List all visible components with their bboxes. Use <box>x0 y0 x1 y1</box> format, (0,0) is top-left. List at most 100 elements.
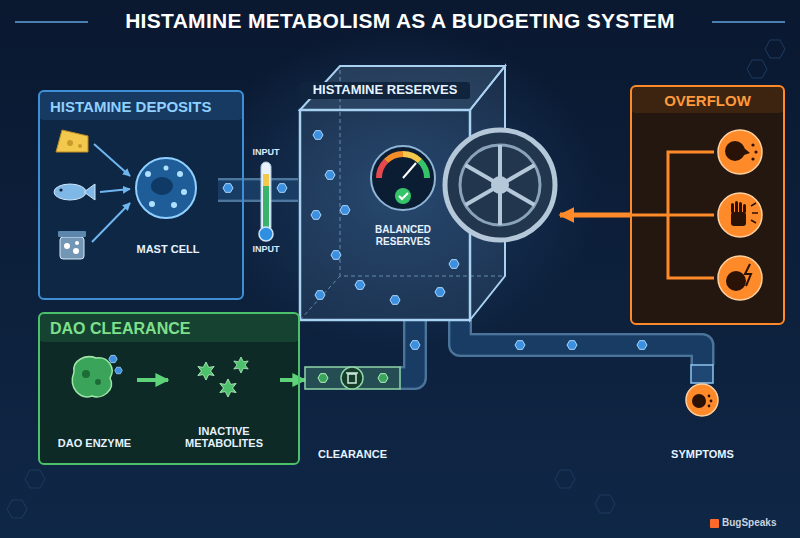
flow-arrow <box>560 213 630 218</box>
vault-hexes <box>390 296 400 305</box>
flow-pipe <box>460 320 703 365</box>
reserves-gauge: BALANCED RESERVES <box>358 126 448 251</box>
reserve-gauge <box>403 163 416 178</box>
deposits-panel: HISTAMINE DEPOSITS MAST CELL <box>38 90 244 300</box>
background-hexes <box>25 470 45 488</box>
overflow-bracket <box>632 214 668 217</box>
cheese-icon <box>56 130 88 152</box>
intake-arrows <box>94 144 130 176</box>
reserve-gauge <box>379 161 386 178</box>
vault-hexes <box>331 251 341 260</box>
reserves-vault: HISTAMINE RESERVES BALANCED RESERVES <box>298 48 560 320</box>
input-thermometer <box>259 162 273 241</box>
headache-icon <box>745 264 751 286</box>
title-rules <box>15 21 88 23</box>
mast-cell: MAST CELL <box>118 140 218 260</box>
mast-cell-icon <box>181 189 187 195</box>
itch-icon <box>751 203 756 206</box>
vault-hexes <box>355 281 365 290</box>
input-thermometer <box>263 186 269 232</box>
vault-hexes <box>340 206 350 215</box>
mast-cell-icon <box>164 166 169 171</box>
cheese-icon <box>78 144 82 148</box>
watermark: BugSpeaks <box>722 517 776 529</box>
reserves-gauge-label: BALANCED RESERVES <box>358 224 448 247</box>
pipe-hexes <box>277 184 287 193</box>
vault-hexes <box>435 288 445 297</box>
watermark-logo <box>710 519 719 528</box>
vault-glow <box>200 30 600 350</box>
metabolite-icons <box>234 357 248 373</box>
symptoms-outlet-label: SYMPTOMS <box>655 448 750 461</box>
symptoms-outlet-body <box>692 394 706 408</box>
overflow-panel-label: OVERFLOW <box>632 87 783 115</box>
mast-cell-icon <box>149 201 155 207</box>
enzyme-icon <box>95 379 101 385</box>
title-rules <box>712 21 785 23</box>
vault-hexes <box>311 131 459 305</box>
intake-arrows <box>100 189 130 192</box>
vault-hexes <box>325 171 335 180</box>
overflow-bracket <box>668 152 714 278</box>
vault-hexes <box>315 291 325 300</box>
enzyme-icon <box>72 357 112 397</box>
mast-cell-icon <box>171 202 177 208</box>
vault-wheel <box>465 165 534 205</box>
background-hexes <box>7 500 27 518</box>
cheese-icon <box>56 130 88 152</box>
cheese-icon <box>67 140 73 146</box>
symptoms-outlet-body <box>710 400 713 403</box>
symptoms-outlet-body <box>708 405 711 408</box>
itch-icon <box>718 193 762 237</box>
itch-icon <box>739 202 742 213</box>
flow-pipe <box>460 320 703 365</box>
overflow-bracket <box>632 152 714 278</box>
overflow-bracket <box>668 214 714 217</box>
headache-icon <box>726 271 746 291</box>
symptoms-outlet-body <box>691 365 713 383</box>
sneeze-icon <box>751 143 754 146</box>
itch-icon <box>751 220 756 223</box>
vault-wheel <box>445 130 555 240</box>
headache-icon <box>718 256 762 300</box>
inactive-metabolites-label: INACTIVE METABOLITES <box>168 425 280 450</box>
clearance-pipe-body <box>305 367 400 389</box>
deposits-panel-label: HISTAMINE DEPOSITS <box>50 98 236 115</box>
clearance-pipe-label: CLEARANCE <box>305 448 400 461</box>
enzyme-icon <box>82 370 90 378</box>
vault-wheel <box>465 145 534 225</box>
input-thermometer <box>263 174 269 186</box>
flow-arrow <box>137 380 168 381</box>
fish-icon <box>59 188 62 191</box>
flow-arrow <box>280 378 305 382</box>
reserve-gauge <box>386 154 403 161</box>
pipe-hexes <box>515 341 525 350</box>
inactive-metabolites: INACTIVE METABOLITES <box>168 350 280 458</box>
jar-icon <box>58 231 86 237</box>
flow-arrow <box>280 380 305 381</box>
reserves-vault-label: HISTAMINE RESERVES <box>300 82 470 99</box>
itch-icon <box>718 193 762 237</box>
flow-arrow <box>137 378 168 382</box>
mast-cell-icon <box>136 158 196 218</box>
fish-icon <box>54 184 86 200</box>
input-label: INPUT <box>246 147 286 157</box>
itch-icon <box>752 212 758 214</box>
enzyme-icon <box>115 367 123 373</box>
clearance-pipe-body <box>341 367 363 389</box>
intake-arrows <box>92 203 130 242</box>
jar-icon <box>73 248 79 254</box>
metabolite-icons <box>198 362 214 380</box>
itch-icon <box>731 203 734 213</box>
symptoms-outlet-body <box>708 395 711 398</box>
itch-icon <box>735 201 738 213</box>
fish-icon <box>54 184 95 200</box>
reserve-gauge <box>371 146 435 210</box>
sneeze-icon <box>754 150 757 153</box>
pipe-hexes <box>637 341 647 350</box>
clearance-pipe: CLEARANCE <box>305 348 400 463</box>
input-thermometer <box>259 227 273 241</box>
clearance-pipe-body <box>318 374 328 383</box>
